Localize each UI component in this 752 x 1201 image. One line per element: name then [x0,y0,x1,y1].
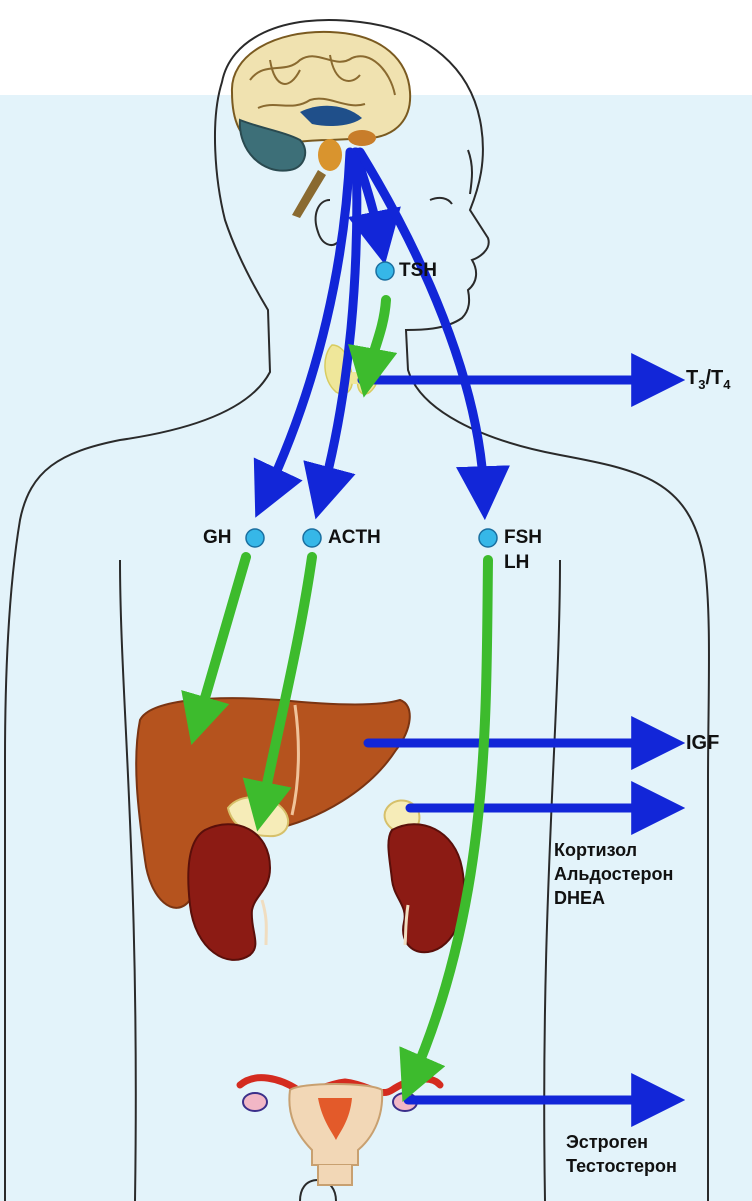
label-t-separator: /T [705,367,723,389]
adrenal-output-list: Кортизол Альдостерон DHEA [554,838,673,910]
background-wash [0,95,752,1201]
label-gh: GH [203,528,232,547]
receptor-dot-icon [479,529,497,547]
label-t4-subscript: 4 [723,377,730,392]
gonad-output-list: Эстроген Тестостерон [566,1130,677,1178]
label-igf: IGF [686,733,719,753]
receptor-dot-icon [246,529,264,547]
label-t3: T [686,367,698,389]
label-aldosterone: Альдостерон [554,862,673,886]
receptor-dot-icon [376,262,394,280]
label-acth: ACTH [328,528,381,547]
label-testosterone: Тестостерон [566,1154,677,1178]
label-t3-t4: T3/T4 [686,368,730,388]
label-lh: LH [504,553,529,572]
label-fsh: FSH [504,528,542,547]
label-tsh: TSH [399,261,437,280]
label-t3-subscript: 3 [698,377,705,392]
label-dhea: DHEA [554,886,673,910]
label-cortisol: Кортизол [554,838,673,862]
receptor-dot-icon [303,529,321,547]
label-estrogen: Эстроген [566,1130,677,1154]
